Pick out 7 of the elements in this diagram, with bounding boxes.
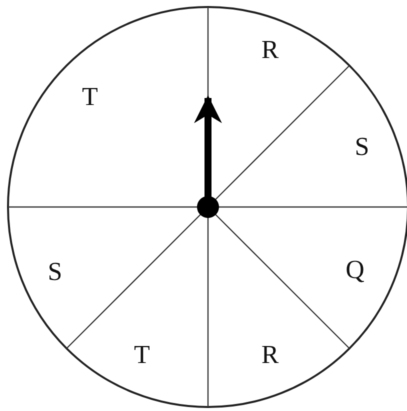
- sector-letter: S: [48, 259, 62, 285]
- sector-letter: Q: [346, 257, 364, 283]
- sector-letter: R: [261, 342, 279, 368]
- sector-letter: R: [261, 37, 279, 63]
- sector-letter: T: [134, 342, 150, 368]
- sector-letter: S: [354, 134, 370, 160]
- sector-letter: T: [82, 84, 98, 110]
